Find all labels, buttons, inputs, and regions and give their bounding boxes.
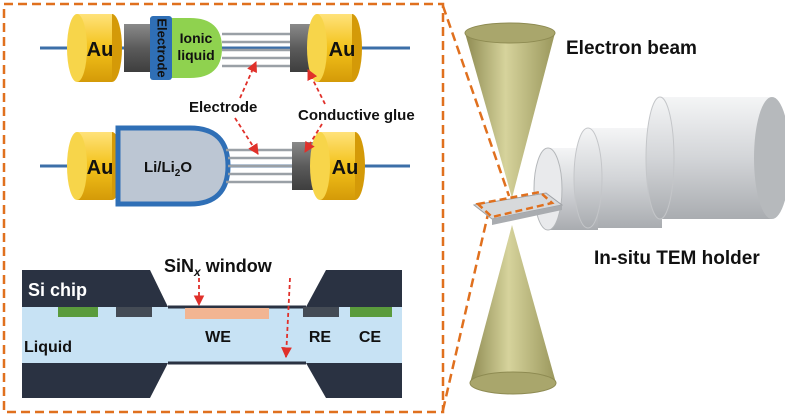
conductive-glue-label: Conductive glue [298,107,415,124]
lower-beam-cone [469,225,557,395]
blue-electrode [150,16,172,80]
ce-label: CE [359,329,382,346]
electrode-vertical-label: Electrode [155,18,170,77]
si-chip-top-left [22,270,168,307]
reference-electrode-pad [303,307,339,317]
arrow-to-window-bottom [281,277,292,359]
nanowire-bundle [222,32,290,68]
arrow-to-top-glue [307,69,326,105]
nanowire-bundle [226,148,292,184]
au-label: Au [87,39,114,61]
au-block-right-mid [310,132,365,200]
re-label: RE [309,329,332,346]
au-block-right-top [307,14,362,82]
working-electrode-pad [185,308,269,319]
chip-cross-section: Si chip Liquid WE RE CE SiNx window [22,256,402,398]
ionic-label-line2: liquid [177,47,214,63]
we-label: WE [205,329,231,346]
pad-dark-left [116,307,152,317]
annotations: Electrode Conductive glue [189,61,415,155]
li-electrode-body [115,125,231,207]
au-label: Au [329,39,356,61]
arrow-to-mid-glue [304,123,323,153]
tem-illustration: Electron beam In-situ TEM holder [464,22,785,395]
pad-green-left [58,307,98,317]
top-assembly: Au Electrode Ionic liquid Au [40,14,410,82]
upper-beam-cone [464,22,556,198]
connector [124,24,150,72]
sinx-window-label: SiNx window [164,256,273,279]
middle-assembly: Au Li/Li2O Au [40,125,410,207]
electrode-annotation-label: Electrode [189,99,257,116]
li-label: Li/Li2O [144,159,192,179]
detail-frame [2,2,511,414]
arrow-to-top-wires [239,61,257,99]
electron-beam-label: Electron beam [566,38,697,59]
si-chip-label: Si chip [28,280,87,300]
au-label: Au [332,157,359,179]
arrow-to-mid-wires [234,117,259,155]
si-chip-bottom-right [306,363,402,398]
au-label: Au [87,157,114,179]
au-block-left-top [67,14,122,82]
tem-holder [472,96,785,231]
si-chip-top-right [306,270,402,307]
ionic-label-line1: Ionic [180,30,213,46]
liquid-label: Liquid [24,339,72,356]
tem-holder-label: In-situ TEM holder [594,248,760,269]
counter-electrode-pad [350,307,392,317]
si-chip-bottom-left [22,363,168,398]
